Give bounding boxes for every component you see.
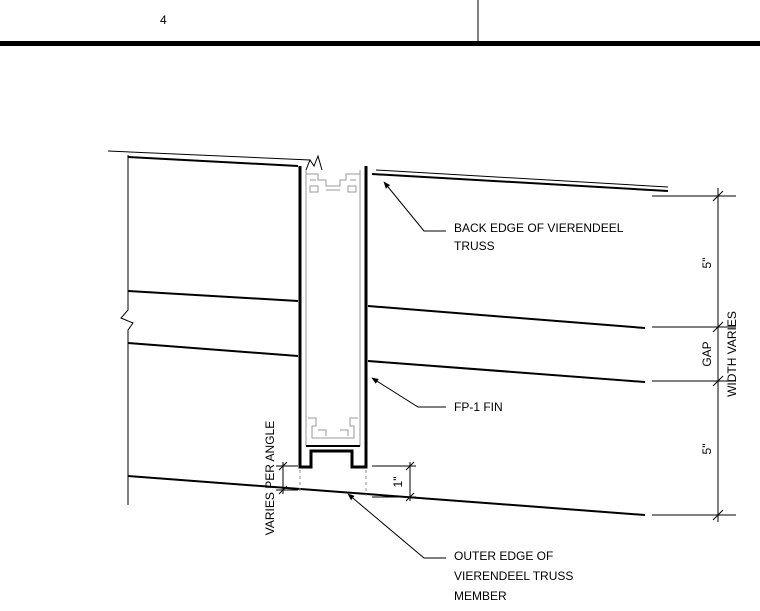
top-edge-line-b [375, 169, 669, 188]
dim-gap: GAP [700, 341, 714, 366]
label-outer-edge-2: VIERENDEEL TRUSS [454, 569, 573, 583]
fin-top-extrusion [306, 173, 360, 193]
leader-outer-edge-line [347, 493, 446, 559]
dim-overall-width: WIDTH VARIES [725, 311, 739, 397]
label-outer-edge-1: OUTER EDGE OF [454, 549, 553, 563]
panel-lines [107, 150, 669, 516]
title-block-border [0, 41, 760, 46]
inner-edge-right-1 [367, 305, 646, 329]
fin-section [298, 154, 368, 469]
dim-tick-3 [712, 375, 724, 387]
inner-edge-left-1 [127, 290, 299, 302]
label-back-edge-2: TRUSS [454, 239, 495, 253]
fin-offset-tick-top [405, 461, 415, 471]
dim-tick-1 [712, 190, 724, 202]
leader-fin: FP-1 FIN [371, 377, 503, 414]
left-break-line [120, 155, 134, 505]
back-edge-left [127, 156, 299, 167]
fin-bottom-extrusion [308, 417, 358, 439]
label-back-edge-1: BACK EDGE OF VIERENDEEL [454, 221, 624, 235]
dim-tick-4 [712, 509, 724, 521]
leader-outer-edge: OUTER EDGE OF VIERENDEEL TRUSS MEMBER [347, 493, 573, 603]
label-fin: FP-1 FIN [454, 400, 503, 414]
fin-break-mark [305, 154, 323, 171]
leader-back-edge-line [383, 181, 446, 232]
dim-bottom-depth: 5" [700, 444, 714, 455]
dim-tick-2 [712, 321, 724, 333]
varies-per-angle-label: VARIES PER ANGLE [263, 421, 277, 536]
fin-offset-tick-bottom [405, 492, 415, 502]
fin-inner-line [305, 170, 361, 447]
fin-offset-label: 1" [391, 477, 405, 488]
dim-top-depth: 5" [700, 258, 714, 269]
back-edge-right [371, 173, 669, 192]
title-block: 4 [0, 0, 760, 46]
varies-tick-top [278, 461, 288, 471]
fin-outline [298, 166, 368, 469]
fin-offset-dimension: 1" [299, 461, 416, 502]
outer-edge-line [127, 475, 646, 516]
inner-edge-left-2 [127, 342, 299, 357]
leader-back-edge: BACK EDGE OF VIERENDEEL TRUSS [383, 181, 624, 253]
label-outer-edge-3: MEMBER [454, 589, 507, 603]
right-dimension-string: 5" GAP 5" WIDTH VARIES [652, 188, 739, 522]
sheet-number: 4 [160, 13, 167, 27]
varies-tick-bottom [278, 485, 288, 495]
varies-angle-dimension: VARIES PER ANGLE [263, 421, 298, 536]
inner-edge-right-2 [367, 360, 646, 383]
top-edge-line-a [107, 150, 311, 161]
leader-fin-line [371, 377, 446, 408]
